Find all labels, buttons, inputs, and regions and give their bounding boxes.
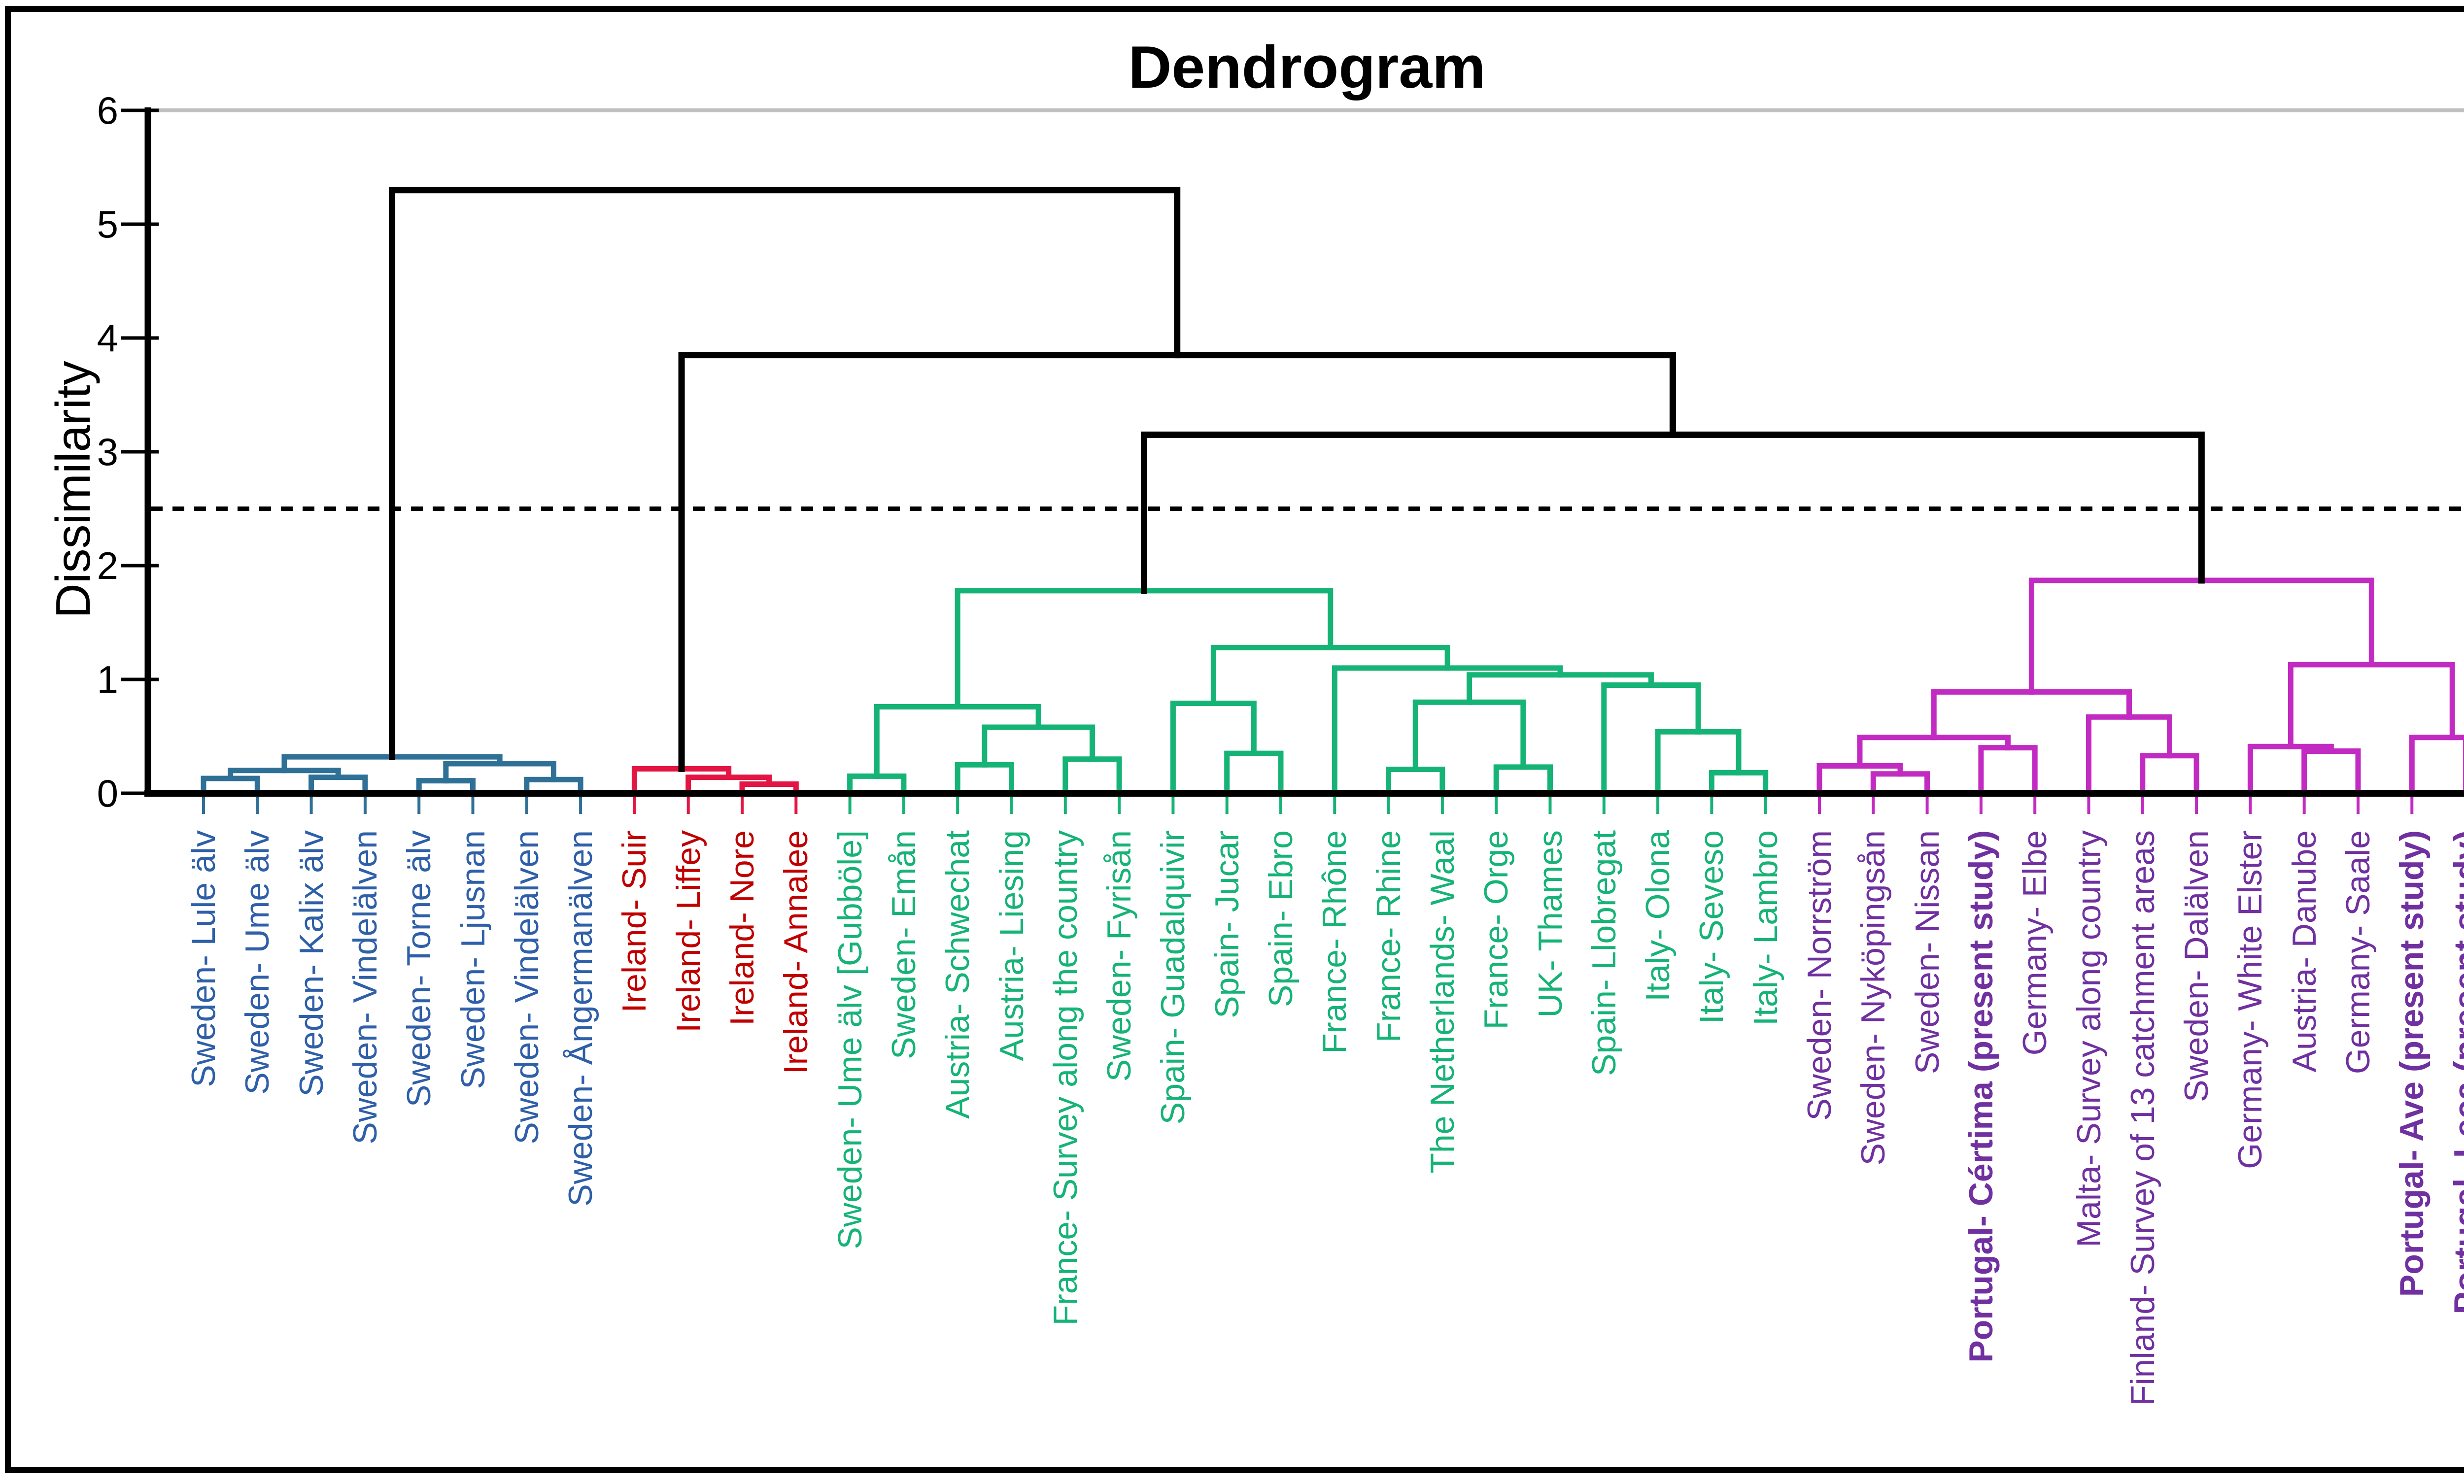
leaf-label: Sweden- Dalälven — [2178, 830, 2216, 1102]
y-tick-label: 4 — [97, 316, 118, 360]
leaf-label: Sweden- Emån — [885, 830, 923, 1059]
leaf-label: Portugal- Ave (present study) — [2393, 830, 2431, 1297]
leaf-label: Portugal- Cértima (present study) — [1962, 830, 2000, 1363]
leaf-label: Sweden- Fyrisån — [1100, 830, 1138, 1082]
y-tick-label: 1 — [97, 658, 118, 701]
leaf-label: Sweden- Ångermanälven — [562, 830, 600, 1207]
leaf-label: Austria- Danube — [2285, 830, 2323, 1073]
leaf-label: Spain- Ebro — [1262, 830, 1300, 1008]
leaf-label: Sweden- Vindelälven — [346, 830, 384, 1145]
leaf-label: France- Orge — [1477, 830, 1515, 1030]
chart-title: Dendrogram — [1128, 34, 1486, 101]
leaf-label: Sweden- Nyköpingsån — [1854, 830, 1892, 1166]
leaf-label: Sweden- Kalix älv — [292, 830, 330, 1097]
leaf-label: France- Rhine — [1369, 830, 1407, 1043]
y-tick-label: 6 — [97, 89, 118, 132]
leaf-label: Ireland- Nore — [723, 830, 761, 1026]
leaf-label: Austria- Liesing — [992, 830, 1030, 1061]
leaf-label: Germany- Elbe — [2016, 830, 2054, 1056]
leaf-label: Sweden- Norrström — [1801, 830, 1838, 1121]
leaf-label: Italy- Olona — [1639, 830, 1677, 1002]
leaf-label: Italy- Lambro — [1746, 830, 1784, 1026]
leaf-label: Germany- Saale — [2339, 830, 2377, 1075]
leaf-label: Sweden- Torne älv — [400, 830, 438, 1107]
leaf-label: UK- Thames — [1531, 830, 1569, 1018]
y-tick-label: 2 — [97, 544, 118, 587]
leaf-label: Finland- Survey of 13 catchment areas — [2123, 830, 2161, 1406]
leaf-label: Sweden- Nissan — [1908, 830, 1946, 1075]
leaf-label: Ireland- Annalee — [777, 830, 815, 1075]
y-tick-label: 3 — [97, 430, 118, 473]
leaf-label: Spain- Guadalquivir — [1154, 830, 1192, 1125]
leaf-label: France- Rhône — [1316, 830, 1354, 1054]
leaf-label: Spain- Llobregat — [1585, 830, 1623, 1077]
leaf-label: Italy- Seveso — [1693, 830, 1731, 1024]
leaf-label: Germany- White Elster — [2231, 830, 2269, 1169]
leaf-label: Sweden- Ume älv — [239, 830, 276, 1095]
leaf-label: Spain- Jucar — [1208, 830, 1246, 1018]
leaf-label: Sweden- Lule älv — [185, 830, 222, 1087]
leaf-label: The Netherlands- Waal — [1423, 830, 1461, 1174]
leaf-label: Malta- Survey along country — [2070, 830, 2108, 1248]
leaf-label: France- Survey along the country — [1046, 830, 1084, 1326]
leaf-label: Sweden- Vindelälven — [508, 830, 546, 1145]
leaf-label: Ireland- Liffey — [669, 830, 707, 1033]
leaf-label: Sweden- Ljusnan — [454, 830, 492, 1089]
y-tick-label: 0 — [97, 772, 118, 815]
leaf-label: Austria- Schwechat — [939, 830, 977, 1119]
leaf-label: Sweden- Ume älv [Gubböle] — [831, 830, 869, 1249]
leaf-label: Portugal- Leça (present study) — [2447, 830, 2464, 1315]
leaf-label: Ireland- Suir — [616, 830, 653, 1013]
y-tick-label: 5 — [97, 202, 118, 246]
